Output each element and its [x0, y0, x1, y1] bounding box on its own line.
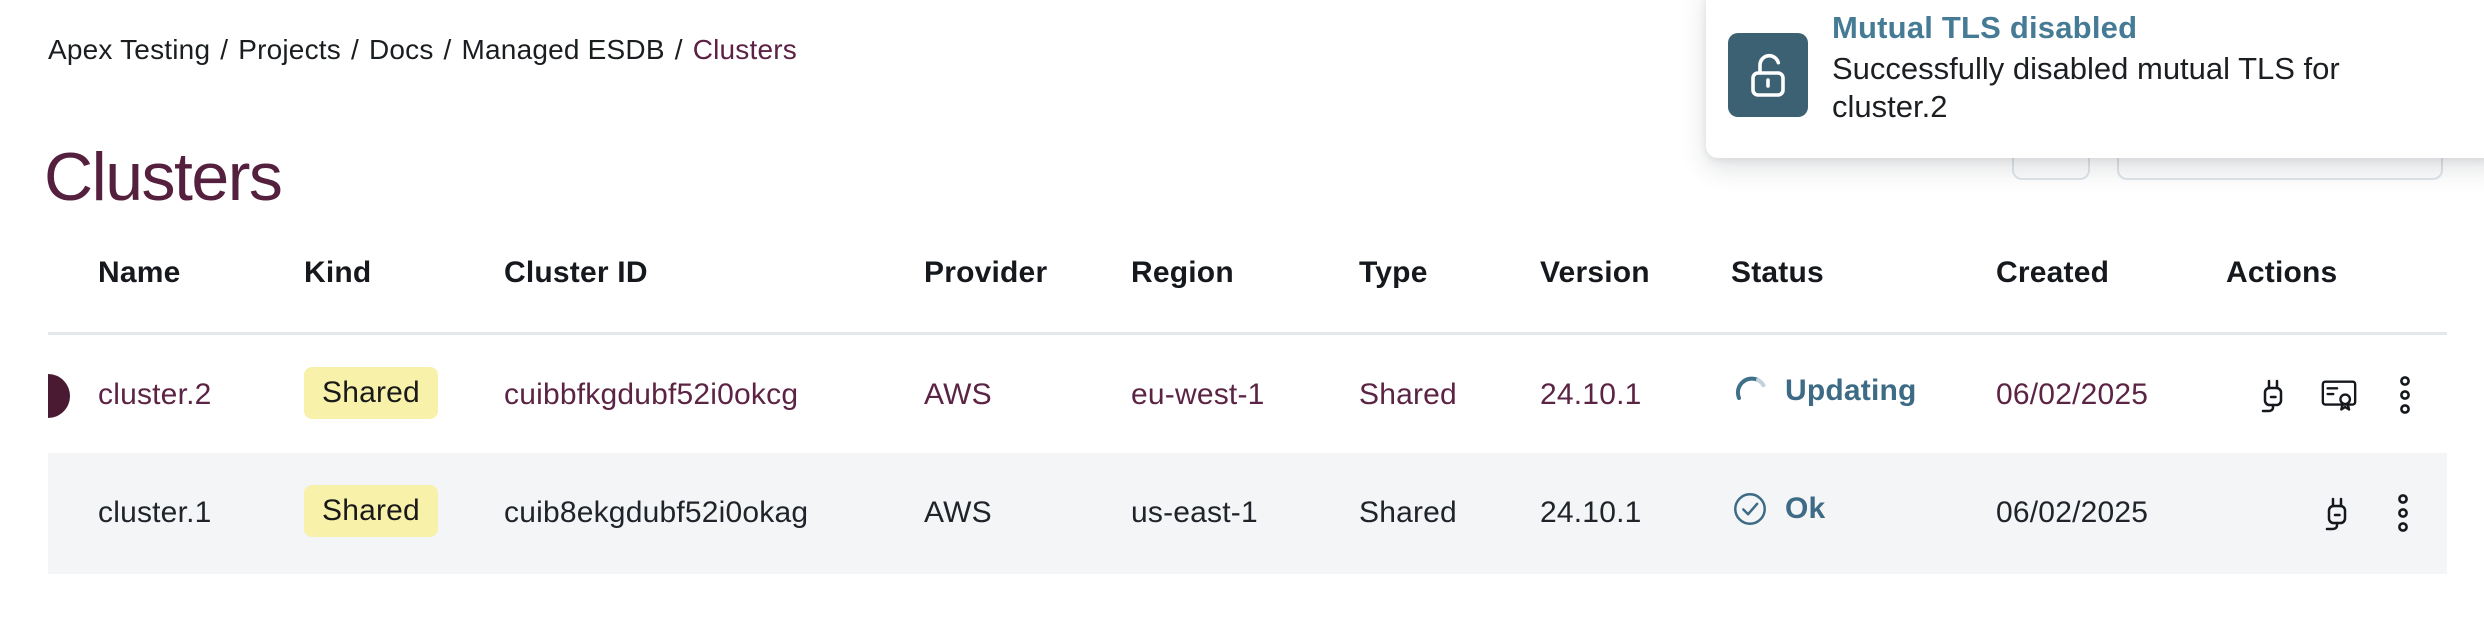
breadcrumb-separator: /: [443, 34, 452, 65]
created-date: 06/02/2025: [1996, 496, 2149, 529]
status-text: Ok: [1785, 492, 1826, 525]
certificate-button[interactable]: [2320, 376, 2358, 414]
region: eu-west-1: [1131, 378, 1265, 411]
column-header-status: Status: [1731, 256, 1824, 289]
toast-message: Successfully disabled mutual TLS for clu…: [1832, 51, 2340, 124]
cluster-id: cuib8ekgdubf52i0okag: [504, 496, 809, 529]
breadcrumb-item-clusters[interactable]: Clusters: [692, 34, 797, 65]
column-header-type: Type: [1359, 256, 1428, 289]
row-actions: [2318, 494, 2422, 532]
column-header-cluster-id: Cluster ID: [504, 256, 648, 289]
column-header-created: Created: [1996, 256, 2110, 289]
breadcrumb-item-projects[interactable]: Projects: [238, 34, 341, 65]
status-badge: Ok: [1731, 490, 1825, 528]
breadcrumb-separator: /: [350, 34, 359, 65]
column-header-actions: Actions: [2226, 256, 2338, 289]
type: Shared: [1359, 496, 1457, 529]
cluster-name-link[interactable]: cluster.1: [98, 496, 212, 529]
column-header-kind: Kind: [304, 256, 372, 289]
region: us-east-1: [1131, 496, 1258, 529]
breadcrumb-item-apex-testing[interactable]: Apex Testing: [48, 34, 211, 65]
row-menu-button[interactable]: [2386, 376, 2424, 414]
connect-plug-button[interactable]: [2254, 376, 2292, 414]
created-date: 06/02/2025: [1996, 378, 2149, 411]
version: 24.10.1: [1540, 378, 1642, 411]
certificate-icon: [2320, 377, 2358, 413]
breadcrumb-item-docs[interactable]: Docs: [368, 34, 434, 65]
kind-badge: Shared: [304, 485, 438, 537]
provider: AWS: [924, 378, 992, 411]
table-header-divider: [48, 332, 2447, 335]
cluster-id: cuibbfkgdubf52i0okcg: [504, 378, 799, 411]
connect-plug-button[interactable]: [2318, 494, 2356, 532]
unlock-icon: [1746, 51, 1790, 99]
status-text: Updating: [1785, 374, 1917, 407]
table-row[interactable]: cluster.2 Shared cuibbfkgdubf52i0okcg AW…: [48, 335, 2447, 453]
type: Shared: [1359, 378, 1457, 411]
kebab-menu-icon: [2398, 375, 2412, 415]
status-badge: Updating: [1731, 372, 1917, 410]
column-header-version: Version: [1540, 256, 1650, 289]
toast-icon-tile: [1728, 33, 1808, 117]
provider: AWS: [924, 496, 992, 529]
version: 24.10.1: [1540, 496, 1642, 529]
cluster-name-link[interactable]: cluster.2: [98, 378, 212, 411]
kebab-menu-icon: [2396, 493, 2410, 533]
plug-icon: [2318, 494, 2356, 532]
plug-icon: [2254, 376, 2292, 414]
breadcrumb-item-managed-esdb[interactable]: Managed ESDB: [461, 34, 665, 65]
toast-notification: Mutual TLS disabled Successfully disable…: [1706, 0, 2484, 158]
kind-badge: Shared: [304, 367, 438, 419]
toast-title: Mutual TLS disabled: [1832, 10, 2138, 45]
check-circle-icon: [1731, 490, 1769, 528]
column-header-provider: Provider: [924, 256, 1048, 289]
column-header-region: Region: [1131, 256, 1234, 289]
column-header-name: Name: [98, 256, 181, 289]
row-actions: [2254, 376, 2424, 414]
active-row-indicator: [48, 374, 70, 418]
spinner-icon: [1731, 372, 1769, 410]
breadcrumb-separator: /: [220, 34, 229, 65]
breadcrumb: Apex Testing / Projects / Docs / Managed ESDB /…: [48, 34, 797, 66]
row-menu-button[interactable]: [2384, 494, 2422, 532]
breadcrumb-separator: /: [674, 34, 683, 65]
page-title: Clusters: [44, 138, 283, 215]
table-row[interactable]: cluster.1 Shared cuib8ekgdubf52i0okag AW…: [48, 453, 2447, 574]
